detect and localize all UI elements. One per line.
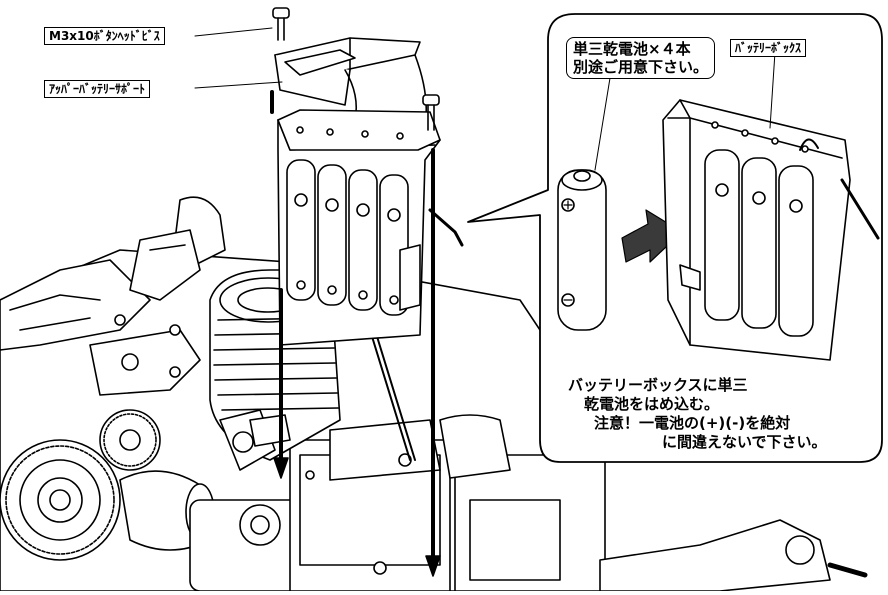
support-leader (194, 81, 283, 89)
car-chassis (0, 196, 868, 592)
instruction-line4: に間違えないで下さい。 (662, 433, 827, 451)
upper-battery-support (274, 37, 464, 346)
battery-note-line2: 別途ご用意下さい。 (573, 58, 709, 76)
instruction-line1: バッテリーボックスに単三 (568, 376, 748, 394)
screw-callout: M3x10ﾎﾞﾀﾝﾍｯﾄﾞﾋﾞｽ (44, 27, 165, 45)
battery-box-closeup (662, 99, 880, 361)
instruction-line3: 注意！一電池の(+)(-)を絶対 (594, 414, 791, 432)
mounting-screws (272, 7, 440, 131)
box-leader (769, 51, 776, 129)
battery-box-callout: ﾊﾞｯﾃﾘｰﾎﾞｯｸｽ (730, 39, 807, 57)
battery-note-line1: 単三乾電池×４本 (573, 40, 691, 58)
battery-note-box: 単三乾電池×４本 別途ご用意下さい。 (566, 37, 716, 79)
cell-leader (594, 77, 611, 171)
instruction-line2: 乾電池をはめ込む。 (584, 395, 720, 413)
zoom-bubble (467, 13, 883, 463)
install-arrows (270, 90, 441, 577)
spur-gear (0, 409, 161, 561)
screw-leader (194, 27, 273, 37)
upper-support-callout: ｱｯﾊﾟｰﾊﾞｯﾃﾘｰｻﾎﾟｰﾄ (44, 80, 151, 98)
aa-cell (557, 169, 607, 331)
